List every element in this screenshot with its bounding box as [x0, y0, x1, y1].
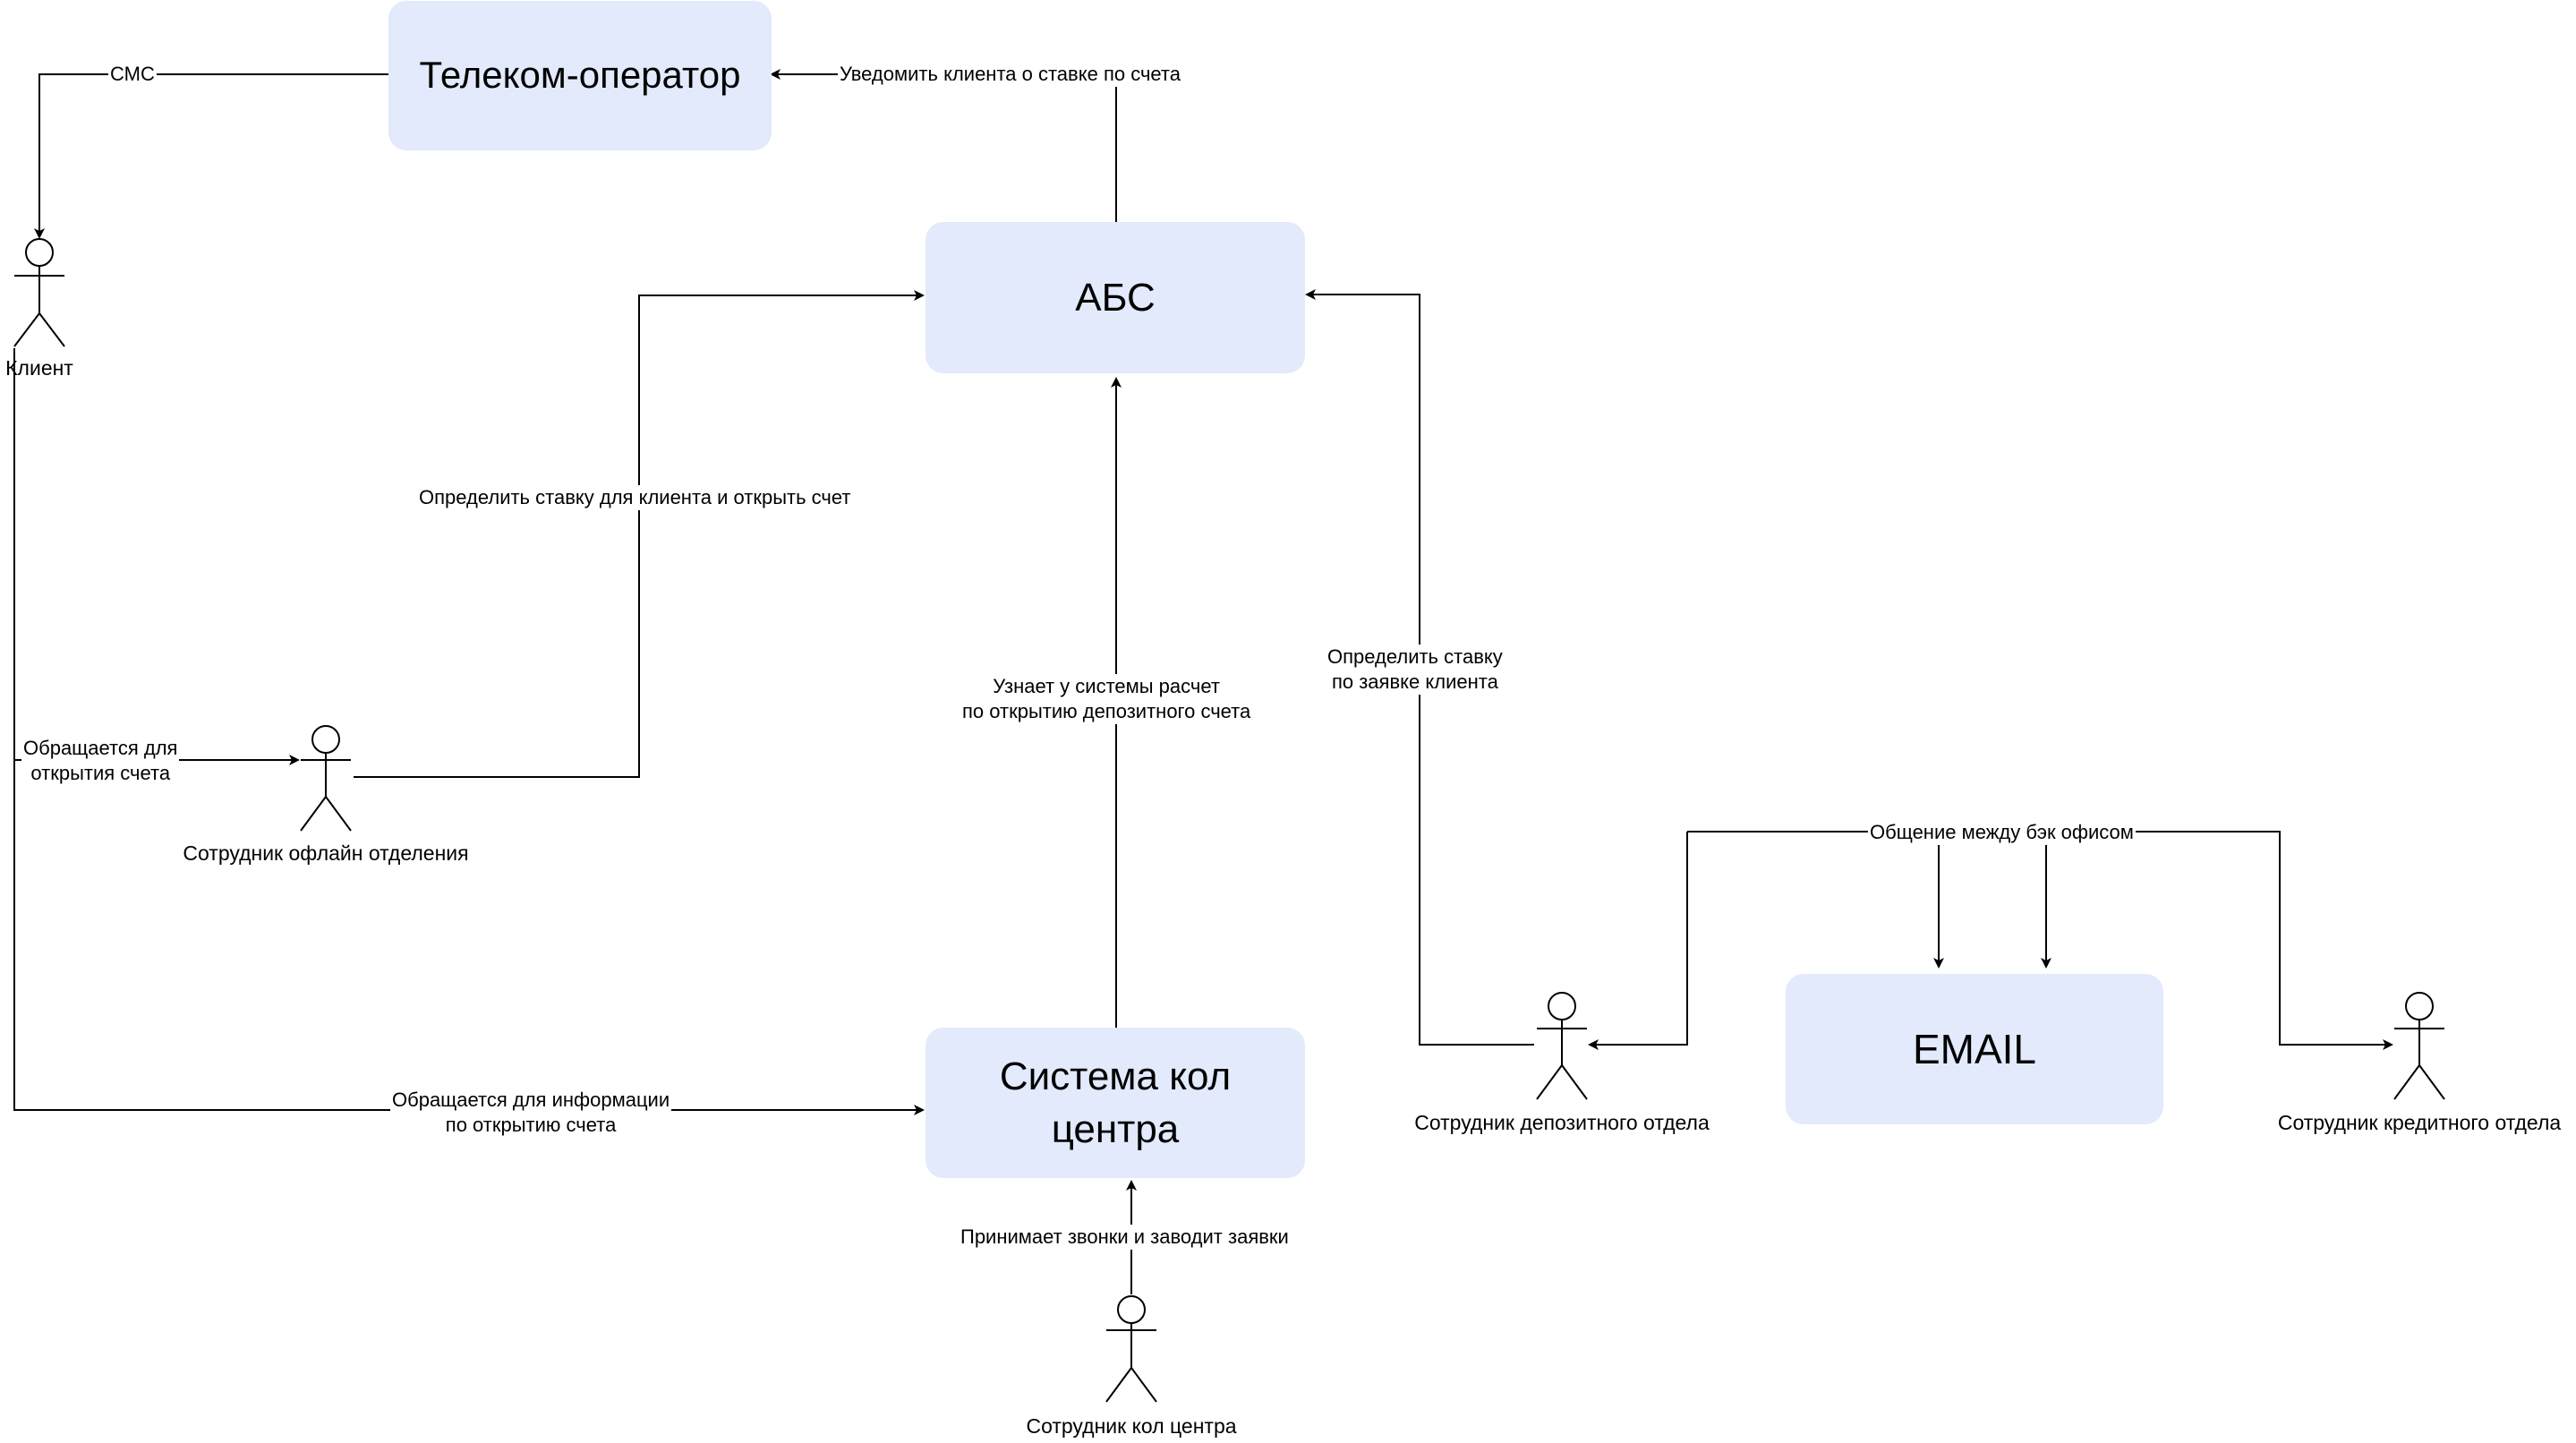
actor-credit-name: Сотрудник кредитного отдела: [2277, 1111, 2562, 1134]
actor-client-icon: [13, 238, 65, 347]
actor-offline-icon: [300, 725, 352, 832]
label-define-rate: Определить ставку по заявке клиента: [1326, 645, 1505, 695]
label-define-open: Определить ставку для клиента и открыть …: [417, 485, 853, 510]
node-abs-label: АБС: [1075, 275, 1156, 320]
actor-offline-name: Сотрудник офлайн отделения: [183, 841, 469, 865]
actor-deposit-icon: [1536, 992, 1588, 1100]
label-sms: СМС: [108, 62, 157, 87]
actor-callcenter-icon: [1105, 1295, 1157, 1403]
actor-credit-icon: [2393, 992, 2445, 1100]
node-email-label: EMAIL: [1912, 1025, 2037, 1072]
edge-notify: [770, 69, 1117, 222]
label-calls: Принимает звонки и заводит заявки: [959, 1225, 1291, 1250]
edge-backoffice-deposit: [1588, 832, 1688, 1050]
actor-callcenter-name: Сотрудник кол центра: [1026, 1414, 1237, 1438]
label-apply-info: Обращается для информации по открытию сч…: [390, 1088, 672, 1138]
node-abs[interactable]: АБС: [925, 222, 1305, 373]
edge-apply-open: [13, 348, 300, 765]
edge-define-open: [354, 290, 925, 778]
edge-apply-info: [13, 348, 925, 1115]
actor-client-name: Клиент: [5, 356, 73, 380]
label-learn: Узнает у системы расчет по открытию депо…: [960, 674, 1253, 724]
node-telecom[interactable]: Телеком-оператор: [388, 1, 772, 150]
label-backoffice: Общение между бэк офисом: [1868, 820, 2136, 845]
label-notify: Уведомить клиента о ставке по счета: [838, 62, 1182, 87]
actor-deposit-name: Сотрудник депозитного отдела: [1414, 1111, 1710, 1134]
node-callcenter-label-1: Система кол: [999, 1054, 1232, 1098]
node-telecom-label: Телеком-оператор: [419, 54, 741, 97]
node-email[interactable]: EMAIL: [1786, 974, 2163, 1124]
node-callcenter-system[interactable]: Система кол центра: [925, 1028, 1305, 1178]
edge-sms: [34, 73, 388, 239]
label-apply-open: Обращается для открытия счета: [21, 736, 180, 786]
node-callcenter-label-2: центра: [1051, 1107, 1180, 1151]
